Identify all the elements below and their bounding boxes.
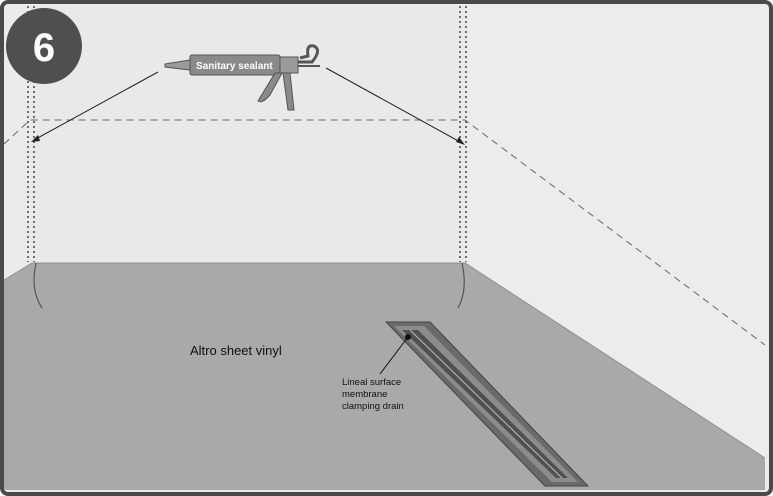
drain-pointer-line <box>379 336 409 375</box>
sealant-gun-icon <box>164 44 320 111</box>
drain-label-line-3: clamping drain <box>342 401 404 412</box>
arrow-left-head <box>31 135 40 142</box>
sealant-label: Sanitary sealant <box>196 61 273 72</box>
arrow-right-head <box>456 137 465 145</box>
step-number: 6 <box>33 26 55 70</box>
drain-label-line-2: membrane <box>342 389 387 400</box>
linear-drain-icon <box>384 321 590 487</box>
floor-label: Altro sheet vinyl <box>190 343 282 358</box>
arrow-left-line <box>33 71 159 141</box>
back-wall <box>30 6 465 264</box>
step-badge <box>6 8 82 84</box>
floor-edge <box>3 262 766 459</box>
drain-label-line-1: Lineal surface <box>342 377 401 388</box>
floor-surface <box>4 263 765 490</box>
dashed-level-line <box>3 119 766 346</box>
cove-right <box>457 262 465 309</box>
arrow-right-line <box>325 67 463 144</box>
cove-left <box>33 262 43 309</box>
